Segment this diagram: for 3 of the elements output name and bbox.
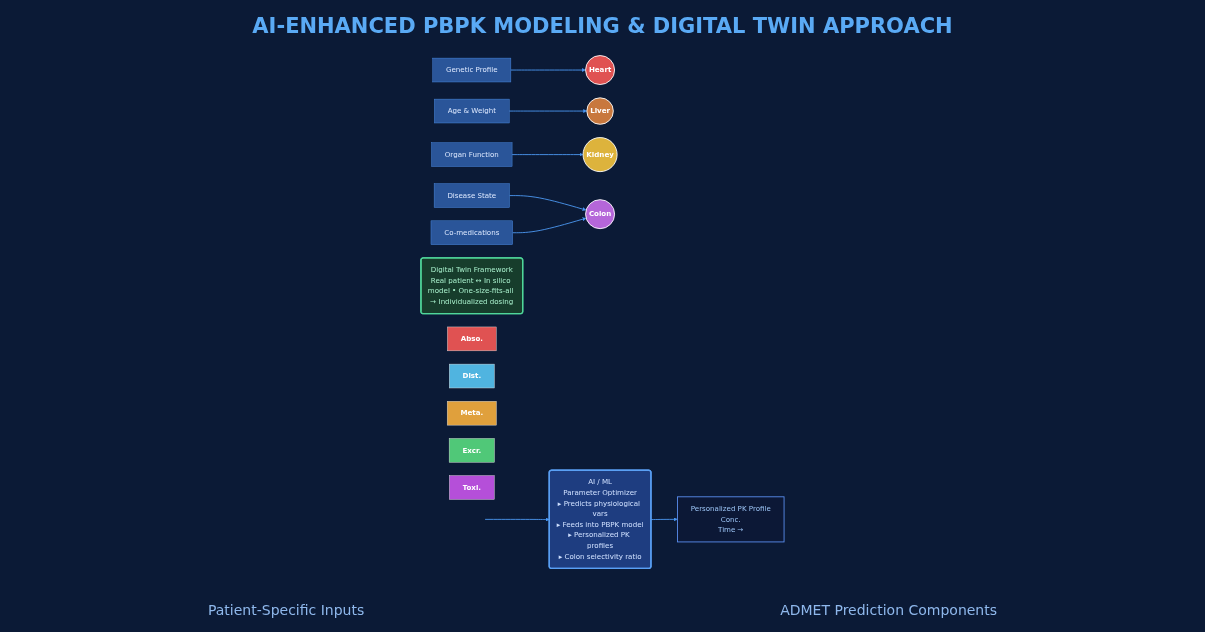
note-text: Patient-Specific Inputs — [207, 602, 365, 618]
diagram-title: AI-ENHANCED PBPK MODELING & DIGITAL TWIN APPROACH — [251, 14, 954, 38]
note-text: ADMET Prediction Components — [780, 602, 998, 618]
